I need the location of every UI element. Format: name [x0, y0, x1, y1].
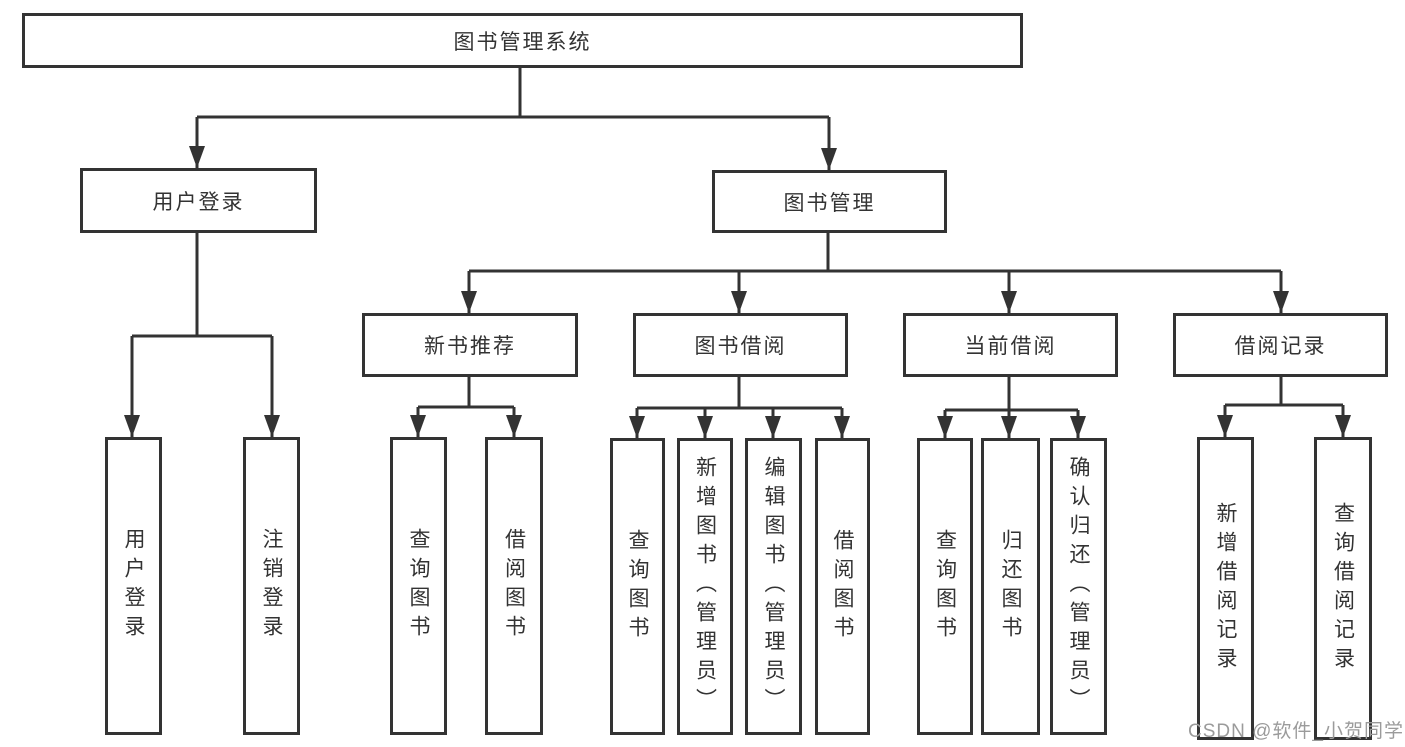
- node-root-system: 图书管理系统: [22, 13, 1023, 68]
- node-label: 查询图书: [626, 528, 649, 645]
- node-user-login-branch: 用户登录: [80, 168, 317, 233]
- leaf-query-books-current: 查询图书: [917, 438, 973, 735]
- leaf-query-books-borrowing: 查询图书: [610, 438, 665, 735]
- leaf-logout: 注销登录: [243, 437, 300, 735]
- node-new-book-recommend: 新书推荐: [362, 313, 578, 377]
- node-label: 用户登录: [122, 528, 145, 644]
- node-label: 确认归还（管理员）: [1067, 456, 1090, 717]
- leaf-query-books-recommend: 查询图书: [390, 437, 447, 735]
- node-label: 用户登录: [152, 190, 245, 214]
- node-label: 图书借阅: [694, 335, 787, 358]
- node-label: 查询图书: [933, 528, 957, 645]
- leaf-query-borrow-record: 查询借阅记录: [1314, 437, 1372, 740]
- node-label: 借阅图书: [502, 528, 526, 644]
- node-borrowing-records: 借阅记录: [1173, 313, 1388, 377]
- leaf-confirm-return-admin: 确认归还（管理员）: [1050, 438, 1107, 735]
- leaf-add-books-admin: 新增图书（管理员）: [677, 438, 733, 735]
- node-label: 新增图书（管理员）: [693, 456, 717, 717]
- node-label: 新书推荐: [424, 335, 516, 358]
- node-current-borrowing: 当前借阅: [903, 313, 1118, 377]
- leaf-borrow-books-borrowing: 借阅图书: [815, 438, 870, 735]
- node-label: 图书管理系统: [453, 30, 592, 54]
- leaf-return-books: 归还图书: [981, 438, 1040, 735]
- node-book-borrowing: 图书借阅: [633, 313, 848, 377]
- leaf-add-borrow-record: 新增借阅记录: [1197, 437, 1254, 740]
- node-label: 查询借阅记录: [1331, 501, 1355, 676]
- node-label: 归还图书: [999, 528, 1022, 645]
- leaf-borrow-books-recommend: 借阅图书: [485, 437, 543, 735]
- node-book-management-branch: 图书管理: [712, 170, 947, 233]
- node-label: 借阅图书: [831, 528, 854, 645]
- node-label: 当前借阅: [964, 335, 1057, 358]
- node-label: 编辑图书（管理员）: [762, 456, 785, 717]
- node-label: 注销登录: [260, 528, 283, 644]
- node-label: 新增借阅记录: [1214, 501, 1237, 676]
- csdn-watermark: CSDN @软件_小贺同学: [1188, 721, 1404, 742]
- node-label: 借阅记录: [1234, 335, 1327, 358]
- leaf-edit-books-admin: 编辑图书（管理员）: [745, 438, 802, 735]
- node-label: 查询图书: [407, 528, 430, 644]
- tree-edges: [124, 68, 1351, 438]
- leaf-user-login: 用户登录: [105, 437, 162, 735]
- node-label: 图书管理: [783, 191, 876, 215]
